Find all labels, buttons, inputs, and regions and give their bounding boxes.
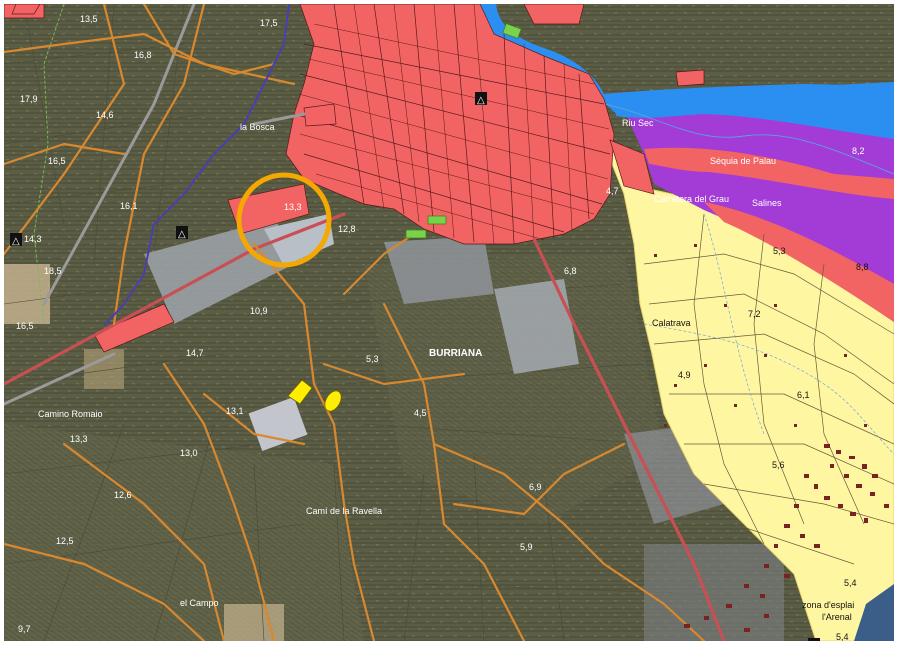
elevation-label: 13,0 (180, 448, 198, 458)
elevation-label: 5,9 (520, 542, 533, 552)
elevation-label: 14,7 (186, 348, 204, 358)
place-label-cami-ravella: Camí de la Ravella (306, 506, 382, 516)
triangle-marker-4[interactable]: △ (808, 638, 820, 641)
elevation-label: 13,5 (80, 14, 98, 24)
triangle-marker-2[interactable]: △ (176, 226, 188, 240)
elevation-label: 5,6 (772, 460, 785, 470)
triangle-icon: △ (477, 95, 485, 106)
place-label-salines: Salines (752, 198, 782, 208)
road-network (4, 4, 726, 641)
town-urban-area (4, 4, 705, 353)
place-labels: Calatrava Salines Séquia de PalauCarretera… (38, 118, 854, 622)
elevation-label: 12,6 (114, 490, 132, 500)
elevation-label: 13,3 (284, 202, 302, 212)
elevation-label: 10,9 (250, 306, 268, 316)
place-label-riu-sec: Riu Sec (622, 118, 654, 128)
bare-plot-west (4, 264, 50, 324)
salmon-band (644, 147, 894, 199)
highlight-circle[interactable] (236, 172, 332, 268)
elevation-label: 4,5 (414, 408, 427, 418)
elevation-label: 7,2 (748, 309, 761, 319)
elevation-label: 16,5 (16, 321, 34, 331)
elevation-label: 17,5 (260, 18, 278, 28)
coastal-buildings (654, 244, 889, 632)
place-label-zona-esplai: zona d'esplai (802, 600, 854, 610)
elevation-label: 4,9 (678, 370, 691, 380)
marker-box (808, 638, 820, 641)
river (480, 4, 894, 175)
place-label-el-campo: el Campo (180, 598, 219, 608)
green-areas (405, 23, 522, 239)
sea-edge (854, 584, 894, 641)
elevation-label: 16,5 (48, 156, 66, 166)
yellow-buildings (287, 379, 342, 412)
elevation-label: 6,9 (529, 482, 542, 492)
yellow-zone-parcels (643, 213, 894, 565)
triangle-marker-3[interactable]: △ (10, 233, 22, 247)
map-view[interactable]: 13,5 17,5 16,8 17,9 14,6 16,5 16,1 14,3 18,5 16,5… (4, 4, 894, 641)
elevation-label: 12,5 (56, 536, 74, 546)
place-label-carretera: Carretera del Grau (654, 194, 729, 204)
triangle-icon: △ (12, 236, 20, 247)
bare-plot-south (224, 604, 284, 641)
town-label: BURRIANA (429, 348, 482, 359)
map-canvas: 13,5 17,5 16,8 17,9 14,6 16,5 16,1 14,3 18,5 16,5… (4, 4, 894, 641)
place-label-camp-romaio: Camino Romaio (38, 409, 103, 419)
place-label-la-bosca: la Bosca (240, 122, 275, 132)
bare-plot-sw (84, 349, 124, 389)
elevation-label: 9,7 (18, 624, 31, 634)
place-label-sequia-palau: Séquia de Palau (710, 156, 776, 166)
elevation-label: 5,3 (366, 354, 379, 364)
elevation-label: 16,8 (134, 50, 152, 60)
elevation-label: 5,4 (836, 632, 849, 641)
elevation-label: 8,8 (856, 262, 869, 272)
aerial-fields-east (364, 254, 664, 524)
elevation-label: 4,7 (606, 186, 619, 196)
elevation-label: 18,5 (44, 266, 62, 276)
elevation-label: 14,3 (24, 234, 42, 244)
elevation-label: 6,1 (797, 390, 810, 400)
elevation-label: 17,9 (20, 94, 38, 104)
triangle-marker-1[interactable]: △ (475, 92, 487, 106)
salmon-band-lower (704, 202, 894, 322)
marker-box (475, 92, 487, 105)
elevation-label: 6,8 (564, 266, 577, 276)
elevation-label: 5,4 (844, 578, 857, 588)
triangle-icon: △ (178, 229, 186, 240)
elevation-label: 13,1 (226, 406, 244, 416)
place-label-arenal: l'Arenal (822, 612, 852, 622)
marker-box (10, 233, 22, 246)
elevation-label: 5,3 (773, 246, 786, 256)
elevation-labels: 13,5 17,5 16,8 17,9 14,6 16,5 16,1 14,3 18,5 16,5… (16, 14, 869, 641)
place-label-calatrava: Calatrava (652, 318, 691, 328)
elevation-label: 14,6 (96, 110, 114, 120)
elevation-label: 12,8 (338, 224, 356, 234)
elevation-label: 8,2 (852, 146, 865, 156)
marker-box (176, 226, 188, 239)
map-markers: △ △ △ △ (10, 92, 820, 641)
elevation-label: 13,3 (70, 434, 88, 444)
elevation-label: 16,1 (120, 201, 138, 211)
